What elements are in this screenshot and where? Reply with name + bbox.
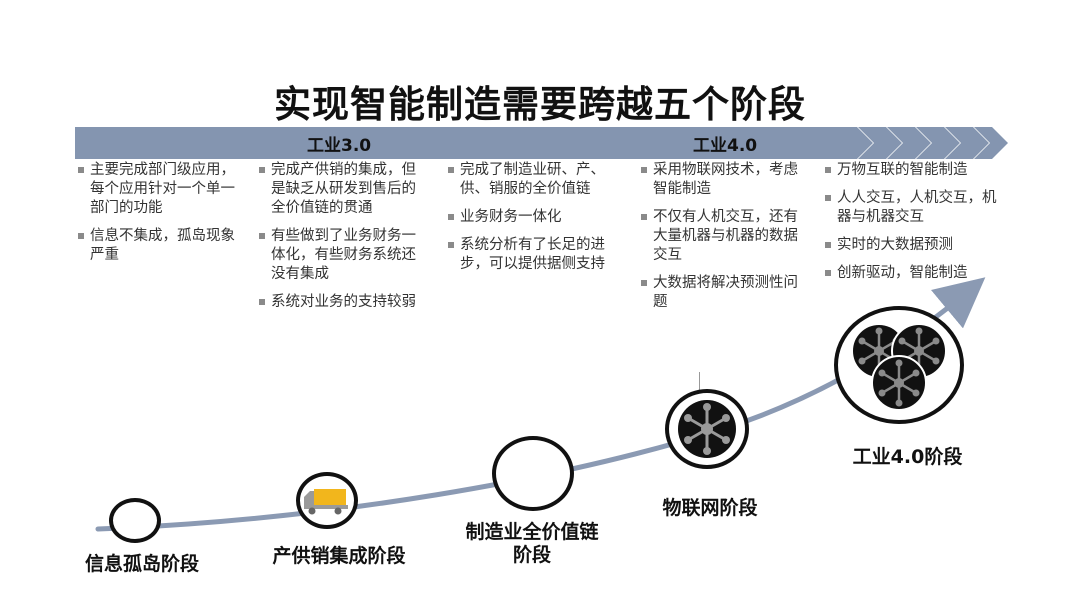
stage-label-3-line2: 阶段 <box>512 544 551 566</box>
page-title: 实现智能制造需要跨越五个阶段 <box>274 83 806 126</box>
list-item: 万物互联的智能制造 <box>825 161 1000 180</box>
list-item: 大数据将解决预测性问题 <box>641 274 803 312</box>
list-item: 人人交互，人机交互，机器与机器交互 <box>825 189 1000 227</box>
list-item: 系统分析有了长足的进步，可以提供据侧支持 <box>448 236 623 274</box>
list-item: 有些做到了业务财务一体化，有些财务系统还没有集成 <box>259 227 419 284</box>
truck-icon <box>304 489 348 515</box>
stage-label-3-line1: 制造业全价值链 <box>465 521 599 543</box>
chevron-5 <box>974 127 1008 159</box>
list-item: 完成产供销的集成，但是缺乏从研发到售后的全价值链的贯通 <box>259 161 419 218</box>
list-item: 采用物联网技术，考虑智能制造 <box>641 161 803 199</box>
column-stage-3: 完成了制造业研、产、供、销服的全价值链 业务财务一体化 系统分析有了长足的进步，… <box>448 161 623 283</box>
list-item: 不仅有人机交互，还有大量机器与机器的数据交互 <box>641 208 803 265</box>
stage-label-4: 物联网阶段 <box>662 497 758 519</box>
list-item: 实时的大数据预测 <box>825 236 1000 255</box>
network-icon <box>678 400 736 458</box>
chevron-2 <box>887 127 931 159</box>
column-stage-4: 采用物联网技术，考虑智能制造 不仅有人机交互，还有大量机器与机器的数据交互 大数… <box>641 161 803 321</box>
stage-node-5 <box>834 306 964 424</box>
divider <box>699 372 700 402</box>
column-stage-1: 主要完成部门级应用，每个应用针对一个单一部门的功能 信息不集成，孤岛现象严重 <box>78 161 246 274</box>
multi-network-icon <box>851 323 947 411</box>
band-label-industry-3: 工业3.0 <box>307 136 372 156</box>
stage-node-4 <box>665 389 749 469</box>
chevron-1 <box>858 127 902 159</box>
network-icon <box>871 355 927 411</box>
stage-band-arrow <box>75 127 1008 159</box>
list-item: 主要完成部门级应用，每个应用针对一个单一部门的功能 <box>78 161 246 218</box>
stage-node-3 <box>492 436 574 511</box>
list-item: 业务财务一体化 <box>448 208 623 227</box>
list-item: 完成了制造业研、产、供、销服的全价值链 <box>448 161 623 199</box>
column-stage-5: 万物互联的智能制造 人人交互，人机交互，机器与机器交互 实时的大数据预测 创新驱… <box>825 161 1000 292</box>
network-icon <box>891 323 947 379</box>
chevron-4 <box>945 127 989 159</box>
stage-label-1: 信息孤岛阶段 <box>84 553 199 575</box>
stage-label-2: 产供销集成阶段 <box>272 545 406 567</box>
stage-label-3: 制造业全价值链 阶段 <box>447 521 617 567</box>
list-item: 系统对业务的支持较弱 <box>259 293 419 312</box>
stage-node-2 <box>296 472 358 529</box>
stage-node-1 <box>109 498 161 543</box>
chevron-3 <box>916 127 960 159</box>
band-label-industry-4: 工业4.0 <box>693 136 758 156</box>
column-stage-2: 完成产供销的集成，但是缺乏从研发到售后的全价值链的贯通 有些做到了业务财务一体化… <box>259 161 419 321</box>
list-item: 信息不集成，孤岛现象严重 <box>78 227 246 265</box>
list-item: 创新驱动，智能制造 <box>825 264 1000 283</box>
stage-label-5: 工业4.0阶段 <box>852 446 963 468</box>
